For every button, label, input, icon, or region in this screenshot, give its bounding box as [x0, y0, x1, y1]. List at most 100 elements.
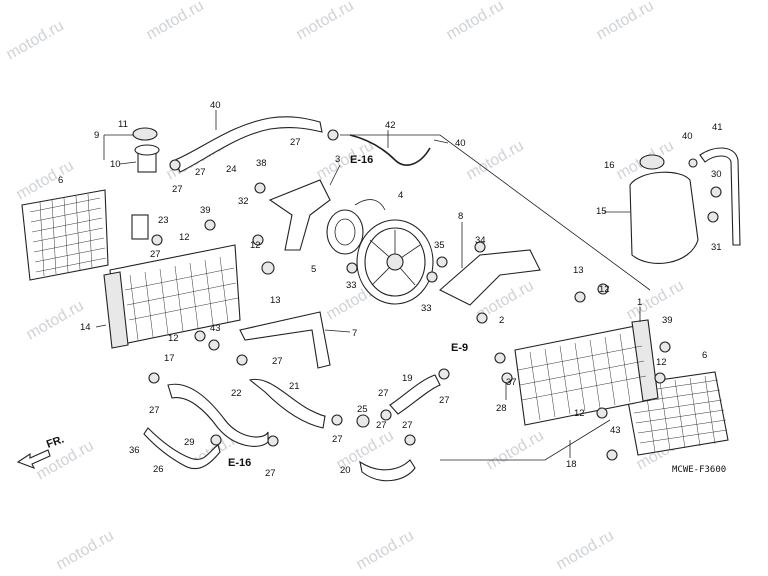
cooling-fan	[356, 219, 434, 305]
callout-27: 27	[172, 184, 183, 195]
watermark: motod.ru	[4, 17, 67, 63]
diagram-code: MCWE-F3600	[672, 465, 726, 475]
front-direction-indicator: FR.	[16, 433, 66, 470]
reference-tag: E-16	[228, 457, 251, 469]
radiator-bracket	[239, 311, 331, 369]
callout-39: 39	[200, 205, 211, 216]
right-radiator	[514, 319, 659, 426]
watermark: motod.ru	[354, 527, 417, 573]
callout-6: 6	[58, 175, 63, 186]
callout-39: 39	[662, 315, 673, 326]
callout-18: 18	[566, 459, 577, 470]
callout-26: 26	[153, 464, 164, 475]
leader-lines	[95, 110, 641, 458]
hardware-clamps	[148, 129, 722, 461]
callout-33: 33	[421, 303, 432, 314]
reference-tag: E-16	[350, 154, 373, 166]
callout-27: 27	[332, 434, 343, 445]
callout-37: 37	[506, 377, 517, 388]
callout-27: 27	[439, 395, 450, 406]
callout-41: 41	[712, 122, 723, 133]
callout-34: 34	[475, 235, 486, 246]
callout-30: 30	[711, 169, 722, 180]
callout-27: 27	[402, 420, 413, 431]
reference-tag: E-9	[451, 342, 468, 354]
callout-5: 5	[311, 264, 316, 275]
callout-33: 33	[346, 280, 357, 291]
callout-10: 10	[110, 159, 121, 170]
callout-20: 20	[340, 465, 351, 476]
radiator-cap-assembly	[131, 127, 160, 240]
callout-12: 12	[168, 333, 179, 344]
callout-6: 6	[702, 350, 707, 361]
callout-42: 42	[385, 120, 396, 131]
callout-27: 27	[265, 468, 276, 479]
callout-4: 4	[398, 190, 403, 201]
overflow-hose	[699, 147, 741, 246]
fan-motor	[326, 199, 386, 255]
fan-bracket	[268, 179, 331, 251]
callout-27: 27	[195, 167, 206, 178]
callout-27: 27	[378, 388, 389, 399]
callout-27: 27	[290, 137, 301, 148]
callout-19: 19	[402, 373, 413, 384]
callout-21: 21	[289, 381, 300, 392]
callout-labels: 40 11 9 10 27 27 24 27 42 40 3 38 4 6 23…	[58, 100, 723, 479]
watermark: motod.ru	[294, 0, 357, 43]
callout-40: 40	[455, 138, 466, 149]
siphon-tube	[349, 134, 431, 166]
left-radiator	[103, 244, 241, 349]
hose-19	[389, 374, 441, 415]
callout-8: 8	[458, 211, 463, 222]
watermark: motod.ru	[54, 527, 117, 573]
callout-22: 22	[231, 388, 242, 399]
hose-21	[248, 378, 326, 429]
callout-27: 27	[149, 405, 160, 416]
callout-23: 23	[158, 215, 169, 226]
watermark: motod.ru	[24, 297, 87, 343]
callout-43: 43	[610, 425, 621, 436]
callout-2: 2	[499, 315, 504, 326]
upper-hose	[174, 116, 323, 173]
watermark: motod.ru	[144, 0, 207, 43]
callout-17: 17	[164, 353, 175, 364]
callout-35: 35	[434, 240, 445, 251]
callout-15: 15	[596, 206, 607, 217]
callout-27: 27	[272, 356, 283, 367]
guide-line	[440, 419, 611, 461]
watermark: motod.ru	[484, 427, 547, 473]
callout-25: 25	[357, 404, 368, 415]
callout-7: 7	[352, 328, 357, 339]
callout-12: 12	[656, 357, 667, 368]
left-radiator-screen	[21, 189, 109, 281]
reserve-tank	[629, 154, 699, 264]
callout-13: 13	[270, 295, 281, 306]
callout-38: 38	[256, 158, 267, 169]
callout-3: 3	[335, 154, 340, 165]
callout-40: 40	[682, 131, 693, 142]
callout-11: 11	[118, 119, 128, 130]
callout-31: 31	[711, 242, 722, 253]
callout-28: 28	[496, 403, 507, 414]
watermark: motod.ru	[554, 527, 617, 573]
callout-24: 24	[226, 164, 237, 175]
watermark: motod.ru	[444, 0, 507, 43]
guide-line	[340, 134, 651, 291]
hose-26	[143, 427, 221, 470]
callout-12: 12	[250, 240, 261, 251]
callout-12: 12	[599, 284, 610, 295]
callout-29: 29	[184, 437, 195, 448]
watermark: motod.ru	[594, 0, 657, 43]
callout-12: 12	[179, 232, 190, 243]
hose-20	[359, 459, 416, 482]
front-label: FR.	[45, 433, 66, 450]
callout-43: 43	[210, 323, 221, 334]
callout-1: 1	[637, 297, 642, 308]
watermark: motod.ru	[464, 137, 527, 183]
callout-12: 12	[574, 408, 585, 419]
callout-9: 9	[94, 130, 99, 141]
callout-32: 32	[238, 196, 249, 207]
lower-hose-22	[167, 383, 269, 447]
watermark: motod.ru	[624, 277, 687, 323]
